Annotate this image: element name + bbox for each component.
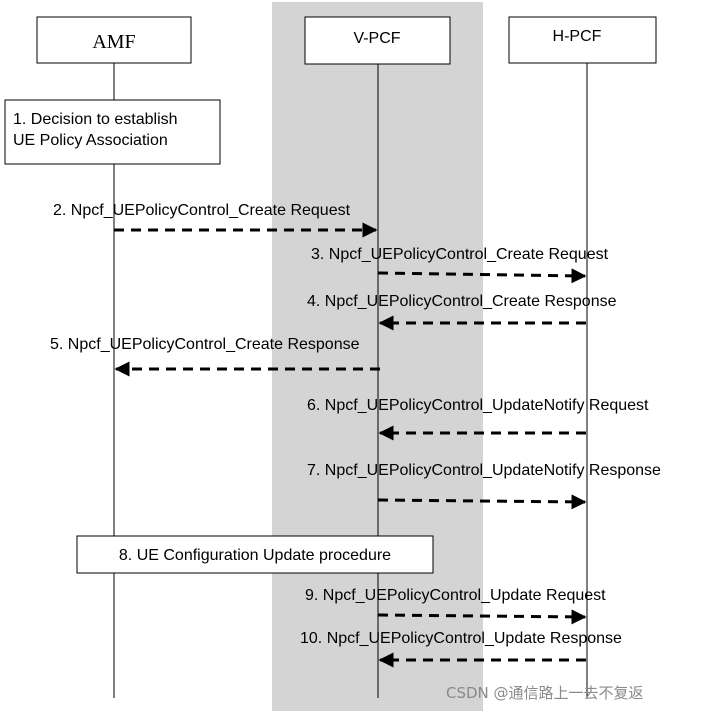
decision-note-line2: UE Policy Association — [13, 132, 168, 149]
msg-4-label: 4. Npcf_UEPolicyControl_Create Response — [307, 293, 617, 310]
msg-6-label: 6. Npcf_UEPolicyControl_UpdateNotify Req… — [307, 397, 649, 414]
msg-7-label: 7. Npcf_UEPolicyControl_UpdateNotify Res… — [307, 462, 661, 479]
decision-note: 1. Decision to establish UE Policy Assoc… — [4, 99, 221, 165]
ue-config-note: 8. UE Configuration Update procedure — [76, 535, 434, 574]
vpcf-participant: V-PCF — [304, 16, 451, 65]
msg-5-label: 5. Npcf_UEPolicyControl_Create Response — [50, 336, 360, 353]
msg-9-label: 9. Npcf_UEPolicyControl_Update Request — [305, 587, 606, 604]
hpcf-participant: H-PCF — [508, 16, 657, 64]
vpcf-label: V-PCF — [353, 30, 400, 47]
msg-7-arrow — [377, 494, 587, 510]
msg-3-label: 3. Npcf_UEPolicyControl_Create Request — [311, 246, 609, 263]
msg-10-label: 10. Npcf_UEPolicyControl_Update Response — [300, 630, 622, 647]
msg-9-arrow — [377, 609, 587, 625]
ue-config-note-label: 8. UE Configuration Update procedure — [119, 547, 391, 564]
csdn-watermark: CSDN @通信路上一去不复返 — [446, 684, 644, 702]
msg-2-label: 2. Npcf_UEPolicyControl_Create Request — [53, 202, 351, 219]
decision-note-line1: 1. Decision to establish — [13, 111, 178, 128]
amf-participant: AMF — [36, 16, 192, 64]
hpcf-label: H-PCF — [553, 28, 602, 45]
msg-3-arrow — [377, 268, 587, 284]
amf-label: AMF — [92, 31, 135, 53]
